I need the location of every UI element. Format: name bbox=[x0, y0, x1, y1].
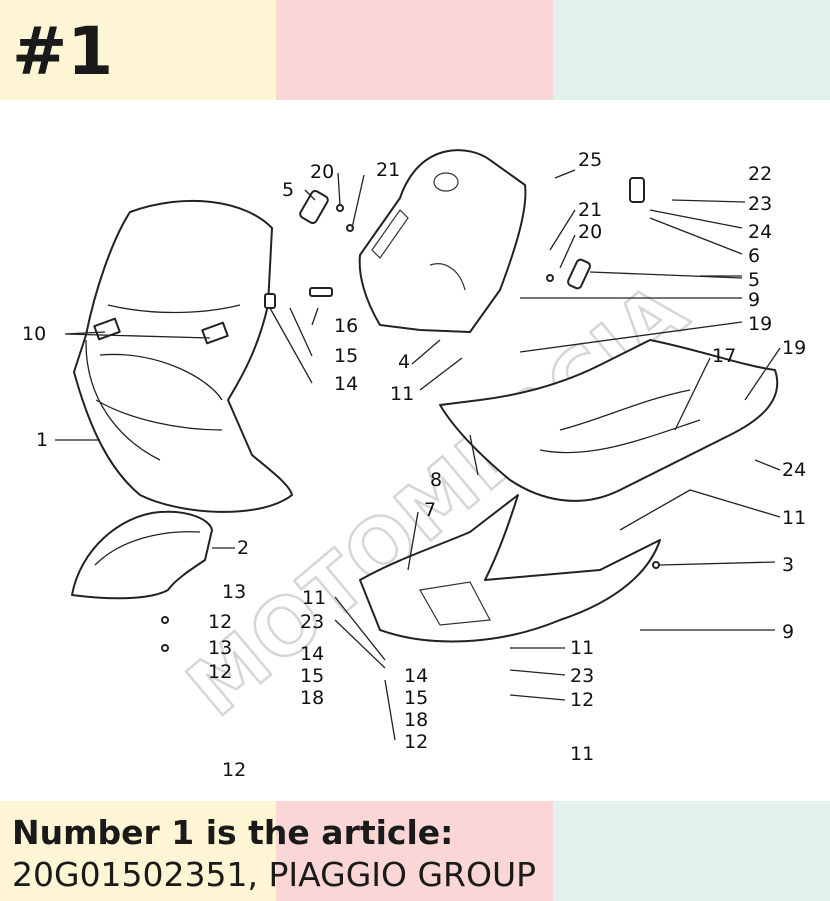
hardware bbox=[161, 177, 660, 652]
callout-11-c: 11 bbox=[302, 587, 326, 609]
header-band-cell-1 bbox=[0, 0, 276, 100]
part-front-fender bbox=[71, 510, 213, 600]
callout-13-a: 13 bbox=[222, 581, 246, 603]
callout-19-a: 19 bbox=[748, 313, 772, 335]
callout-6: 6 bbox=[748, 245, 760, 267]
page-number: #1 bbox=[12, 13, 114, 90]
footer-band-cell-2 bbox=[276, 801, 553, 901]
callout-20-a: 20 bbox=[310, 161, 334, 183]
callout-14-c: 14 bbox=[404, 665, 428, 687]
part-lower-cover bbox=[359, 494, 661, 643]
callout-10: 10 bbox=[22, 323, 46, 345]
callout-12-a: 12 bbox=[208, 611, 232, 633]
callout-labels: 1 2 3 4 5 5 6 7 8 9 9 10 11 11 11 11 13 … bbox=[22, 149, 806, 781]
callout-23-c: 23 bbox=[570, 665, 594, 687]
exploded-parts-diagram: MOTOMERCIA bbox=[22, 149, 806, 781]
callout-14-b: 14 bbox=[300, 643, 324, 665]
callout-15-c: 15 bbox=[404, 687, 428, 709]
callout-1: 1 bbox=[36, 429, 48, 451]
callout-5-right: 5 bbox=[748, 269, 760, 291]
callout-15-b: 15 bbox=[300, 665, 324, 687]
callout-12-d: 12 bbox=[570, 689, 594, 711]
callout-24-a: 24 bbox=[748, 221, 772, 243]
callout-23-b: 23 bbox=[300, 611, 324, 633]
callout-19-b: 19 bbox=[782, 337, 806, 359]
callout-8: 8 bbox=[430, 469, 442, 491]
callout-extra-16: 11 bbox=[570, 743, 594, 765]
header-band-cell-2 bbox=[276, 0, 553, 100]
footer-band-cell-1 bbox=[0, 801, 276, 901]
callout-4: 4 bbox=[398, 351, 410, 373]
callout-24-b: 24 bbox=[782, 459, 806, 481]
callout-22: 22 bbox=[748, 163, 772, 185]
callout-9-upper: 9 bbox=[748, 289, 760, 311]
callout-11-a: 11 bbox=[390, 383, 414, 405]
callout-13-b: 13 bbox=[208, 637, 232, 659]
callout-14-a: 14 bbox=[334, 373, 358, 395]
callout-12-c: 12 bbox=[404, 731, 428, 753]
header-band-cell-3 bbox=[553, 0, 830, 100]
caption-article: 20G01502351, PIAGGIO GROUP bbox=[12, 855, 537, 894]
part-footboard bbox=[439, 339, 779, 502]
part-inner-leg-shield bbox=[358, 149, 527, 333]
callout-5-left: 5 bbox=[282, 179, 294, 201]
callout-17: 17 bbox=[712, 345, 736, 367]
callout-2: 2 bbox=[237, 537, 249, 559]
callout-18-a: 18 bbox=[300, 687, 324, 709]
callout-15-a: 15 bbox=[334, 345, 358, 367]
callout-23-a: 23 bbox=[748, 193, 772, 215]
callout-extra-21: 12 bbox=[222, 759, 246, 781]
header-band bbox=[0, 0, 830, 100]
callout-7: 7 bbox=[424, 499, 436, 521]
callout-12-b: 12 bbox=[208, 661, 232, 683]
callout-11-b: 11 bbox=[782, 507, 806, 529]
callout-11-d: 11 bbox=[570, 637, 594, 659]
callout-21-b: 21 bbox=[578, 199, 602, 221]
caption: Number 1 is the article: 20G01502351, PI… bbox=[12, 812, 536, 896]
caption-title: Number 1 is the article: bbox=[12, 813, 454, 852]
callout-9-lower: 9 bbox=[782, 621, 794, 643]
footer-band-cell-3 bbox=[553, 801, 830, 901]
part-front-shield bbox=[73, 199, 293, 513]
callout-3: 3 bbox=[782, 554, 794, 576]
callout-16: 16 bbox=[334, 315, 358, 337]
callout-18-b: 18 bbox=[404, 709, 428, 731]
callout-21-a: 21 bbox=[376, 159, 400, 181]
callout-20-b: 20 bbox=[578, 221, 602, 243]
callout-25: 25 bbox=[578, 149, 602, 171]
leader-lines bbox=[55, 169, 781, 741]
footer-band bbox=[0, 801, 830, 901]
